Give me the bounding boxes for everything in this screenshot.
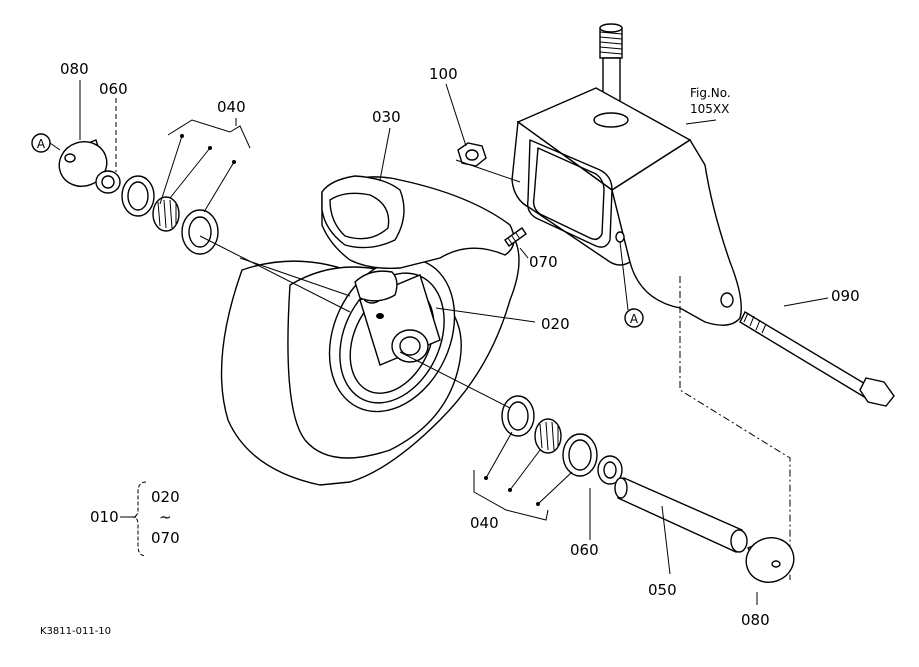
- callout-left-collar: 080: [60, 60, 89, 78]
- assembly-range-to: 070: [151, 529, 180, 547]
- tire-part: [220, 175, 520, 486]
- callout-right-collar: 080: [741, 611, 770, 629]
- grease-fitting-part: [504, 227, 527, 247]
- nut-part: [457, 142, 487, 167]
- callout-right-spacer: 060: [570, 541, 599, 559]
- reference-mark-a-left-label: A: [37, 137, 46, 151]
- assembly-parent-label: 010: [90, 508, 119, 526]
- assembly-group: 010 020 ~ 070: [90, 481, 180, 557]
- left-seal-part: [181, 209, 219, 255]
- callout-wheel-hub: 020: [541, 315, 570, 333]
- reference-mark-a-left: A: [31, 133, 61, 153]
- reference-mark-a-right: A: [619, 241, 644, 328]
- right-seal-part: [501, 395, 535, 437]
- left-bearing-bracket: [159, 119, 251, 213]
- callout-bolt: 090: [831, 287, 860, 305]
- callout-left-spacer: 060: [99, 80, 128, 98]
- callout-axle-collar: 050: [648, 581, 677, 599]
- reference-mark-a-right-label: A: [630, 312, 639, 326]
- left-collar-part: [58, 139, 108, 188]
- right-bearing-cone-part: [534, 418, 562, 454]
- assembly-range-from: 020: [151, 488, 180, 506]
- callout-tire: 030: [372, 108, 401, 126]
- axle-collar-part: [614, 477, 748, 553]
- left-spacer-part: [95, 170, 121, 194]
- right-bearing-cup-part: [562, 433, 598, 477]
- right-spacer-part: [597, 455, 623, 485]
- callout-right-bearing-set: 040: [470, 514, 499, 532]
- figure-ref-line2: 105XX: [690, 102, 729, 116]
- left-bearing-cone-part: [152, 196, 180, 232]
- assembly-range-tilde: ~: [159, 508, 172, 526]
- right-bearing-bracket: [473, 431, 573, 521]
- left-bearing-cup-part: [121, 175, 155, 217]
- bolt-part: [739, 311, 895, 407]
- right-collar-part: [745, 537, 795, 584]
- caster-fork-part: [511, 23, 791, 580]
- figure-ref-line1: Fig.No.: [690, 86, 731, 100]
- callout-nut: 100: [429, 65, 458, 83]
- callout-left-bearing-set: 040: [217, 98, 246, 116]
- drawing-number: K3811-011-10: [40, 626, 111, 637]
- callout-grease-fitting: 070: [529, 253, 558, 271]
